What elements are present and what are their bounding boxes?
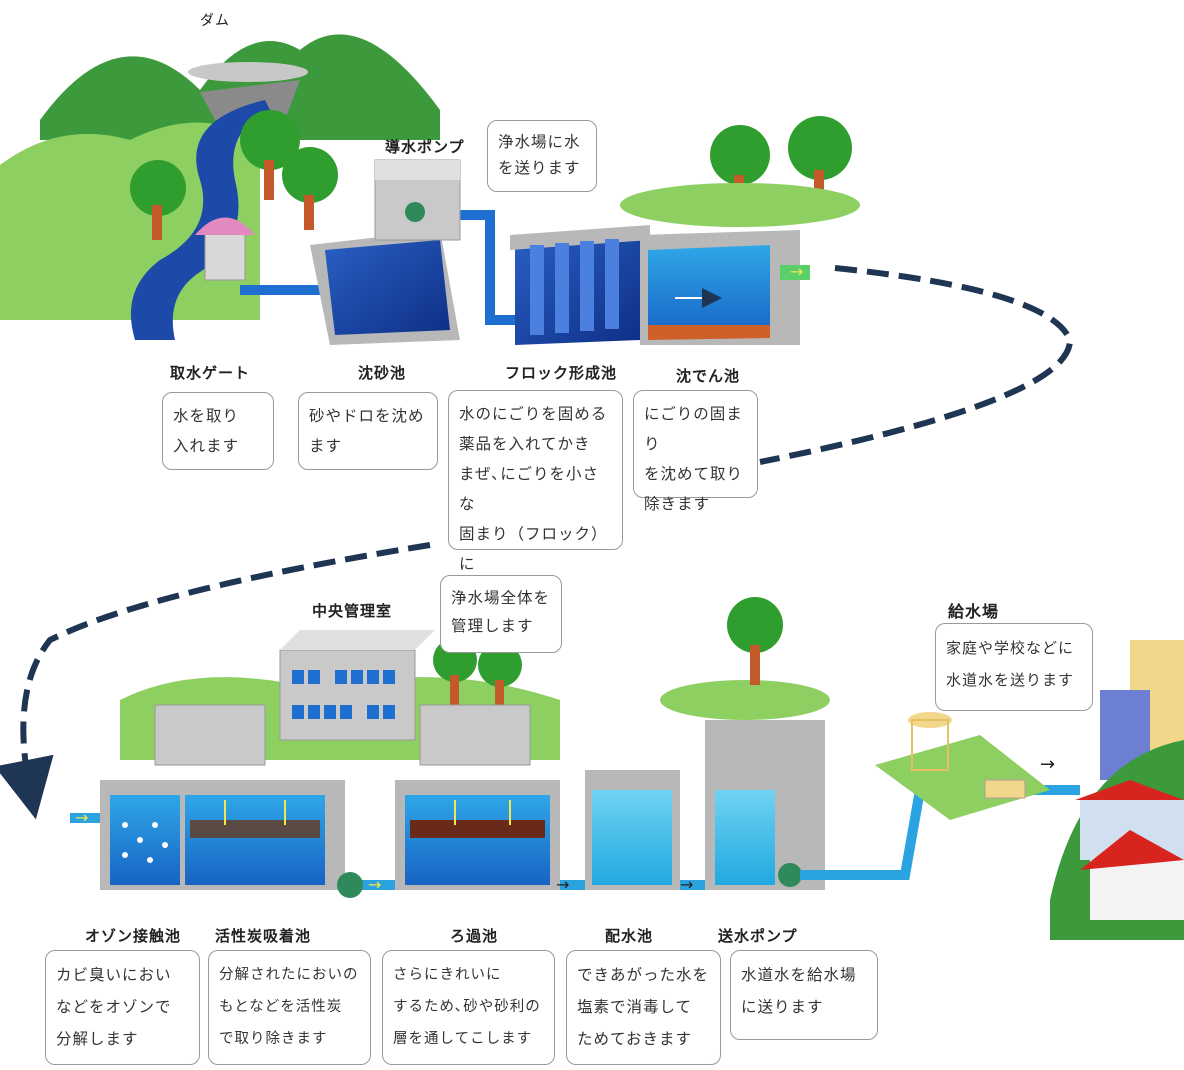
note-line: 砂やドロを沈め xyxy=(309,407,425,425)
note-line: 水を取り xyxy=(173,407,240,425)
label-ozone: オゾン接触池 xyxy=(85,927,182,945)
ozone-carbon-block xyxy=(100,704,345,890)
note-line: を送ります xyxy=(498,159,581,177)
note-intake-pump: 浄水場に水 を送ります xyxy=(487,120,597,192)
svg-text:→: → xyxy=(790,262,803,281)
note-line: 塩素で消毒して xyxy=(577,998,693,1016)
note-line: 入れます xyxy=(173,437,240,455)
note-line: などをオゾンで xyxy=(56,998,172,1016)
supply-station xyxy=(875,712,1050,820)
note-line: 水のにごりを固める xyxy=(459,405,608,423)
note-line: さらにきれいに xyxy=(393,967,502,983)
dam-wall xyxy=(200,80,300,120)
note-sedimentation: にごりの固まり を沈めて取り 除きます xyxy=(633,390,758,513)
label-settling-sand: 沈砂池 xyxy=(358,364,407,382)
label-floc: フロック形成池 xyxy=(505,364,618,382)
label-intake-gate: 取水ゲート xyxy=(170,364,251,382)
label-dam: ダム xyxy=(200,13,230,29)
note-line: 浄水場に水 xyxy=(498,133,581,151)
label-filter: ろ過池 xyxy=(450,927,499,945)
note-line: 層を通してこします xyxy=(393,1031,533,1047)
note-floc: 水のにごりを固める 薬品を入れてかき まぜ､にごりを小さな 固まり（フロック）に… xyxy=(448,390,623,603)
label-supply-station: 給水場 xyxy=(948,602,1000,621)
note-carbon: 分解されたにおいの もとなどを活性炭 で取り除きます xyxy=(208,950,371,1065)
note-line: 浄水場全体を xyxy=(451,589,551,607)
label-control-room: 中央管理室 xyxy=(312,602,393,620)
note-line: カビ臭いにおい xyxy=(56,966,172,984)
note-ozone: カビ臭いにおい などをオゾンで 分解します xyxy=(45,950,200,1065)
label-carbon: 活性炭吸着池 xyxy=(215,927,312,945)
note-line: に送ります xyxy=(741,998,824,1016)
flow-line-top xyxy=(759,265,1074,465)
note-line: まぜ､にごりを小さな xyxy=(459,465,599,513)
label-delivery-pump: 送水ポンプ xyxy=(718,927,798,945)
note-line: 固まり（フロック）に xyxy=(459,525,608,573)
settling-sand-basin xyxy=(310,159,461,345)
distribution-reservoir xyxy=(585,770,680,890)
note-line: できあがった水を xyxy=(577,966,710,984)
label-distribution: 配水池 xyxy=(605,927,654,945)
sedimentation-basin xyxy=(640,230,810,345)
note-intake-gate: 水を取り 入れます xyxy=(162,392,274,470)
filter-block xyxy=(395,704,560,890)
note-supply-station: 家庭や学校などに 水道水を送ります xyxy=(935,623,1093,711)
svg-text:→: → xyxy=(556,875,569,894)
note-line: ためておきます xyxy=(577,1030,693,1048)
note-line: もとなどを活性炭 xyxy=(219,999,343,1015)
svg-text:→: → xyxy=(75,808,88,827)
river xyxy=(130,100,270,340)
bottom-pipe xyxy=(70,785,1080,890)
svg-text:→: → xyxy=(680,875,693,894)
trees-top xyxy=(130,110,860,240)
note-filter: さらにきれいに するため､砂や砂利の 層を通してこします xyxy=(382,950,555,1065)
note-line: 水道水を給水場 xyxy=(741,966,857,984)
note-line: にごりの固まり xyxy=(644,405,743,453)
intake-gate-building xyxy=(195,217,255,281)
note-line: 管理します xyxy=(451,617,534,635)
note-line: ます xyxy=(309,437,343,455)
label-sedimentation: 沈でん池 xyxy=(676,367,741,385)
note-line: を沈めて取り xyxy=(644,465,744,483)
floc-basin xyxy=(510,225,650,345)
note-line: 除きます xyxy=(644,495,711,513)
control-room-building xyxy=(279,630,435,741)
note-distribution: できあがった水を 塩素で消毒して ためておきます xyxy=(566,950,721,1065)
arrow-to-town: → xyxy=(1040,754,1055,775)
note-line: で取り除きます xyxy=(219,1031,328,1047)
delivery-pump-building xyxy=(705,720,825,890)
note-delivery-pump: 水道水を給水場 に送ります xyxy=(730,950,878,1040)
town xyxy=(1050,640,1184,940)
note-control-room: 浄水場全体を 管理します xyxy=(440,575,562,653)
note-settling-sand: 砂やドロを沈め ます xyxy=(298,392,438,470)
note-line: 分解されたにおいの xyxy=(219,967,359,983)
small-arrows: → → → → → xyxy=(75,262,803,894)
note-line: 分解します xyxy=(56,1030,139,1048)
note-line: 水道水を送ります xyxy=(946,671,1075,689)
note-line: 家庭や学校などに xyxy=(946,639,1075,657)
label-intake-pump: 導水ポンプ xyxy=(385,138,465,156)
note-line: するため､砂や砂利の xyxy=(393,999,541,1015)
note-line: 薬品を入れてかき xyxy=(459,435,591,453)
svg-text:→: → xyxy=(368,875,381,894)
flow-line-middle xyxy=(0,542,431,820)
